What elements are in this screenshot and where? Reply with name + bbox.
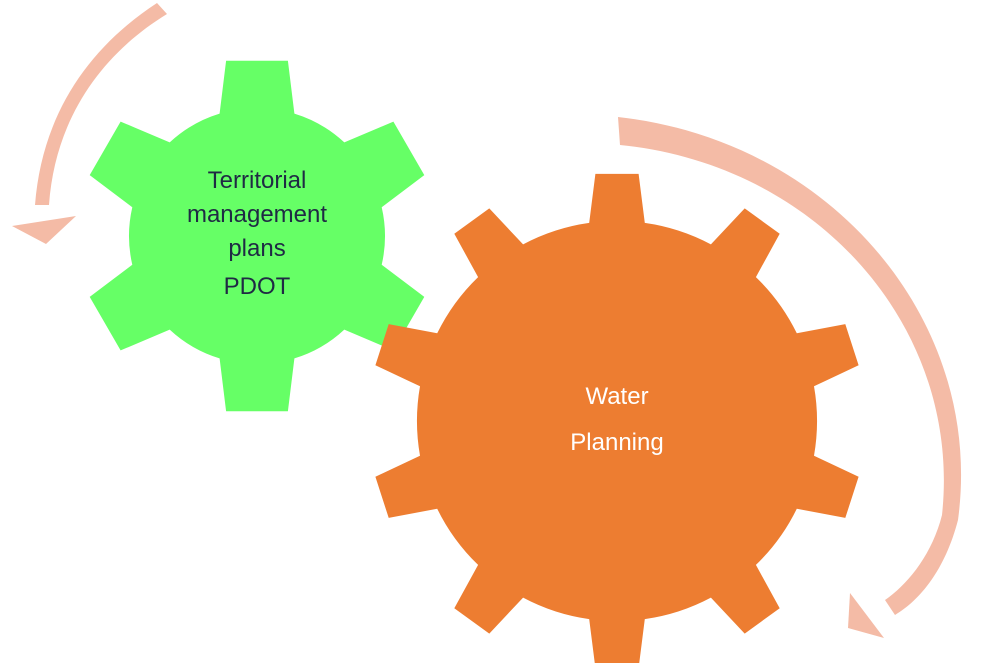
gear-small-shape xyxy=(89,60,425,412)
gear-large-label-line-2: Planning xyxy=(570,429,663,456)
arrow-right xyxy=(618,117,962,638)
gear-small-label-line-3: plans xyxy=(228,235,285,262)
gear-small-label-line-1: Territorial xyxy=(208,167,307,194)
arrow-top-left xyxy=(12,3,167,244)
arrow-right-shaft xyxy=(618,117,962,615)
gear-large: Water Planning xyxy=(375,173,859,663)
arrow-right-head xyxy=(848,593,884,638)
arrow-top-left-head xyxy=(12,216,76,244)
arrow-top-left-shaft xyxy=(35,3,167,205)
gear-small-label-line-4: PDOT xyxy=(224,273,291,300)
gear-large-label-line-1: Water xyxy=(585,383,648,410)
gear-small: Territorial management plans PDOT xyxy=(89,60,425,412)
gear-large-shape xyxy=(375,173,859,663)
gear-small-label-line-2: management xyxy=(187,201,327,228)
